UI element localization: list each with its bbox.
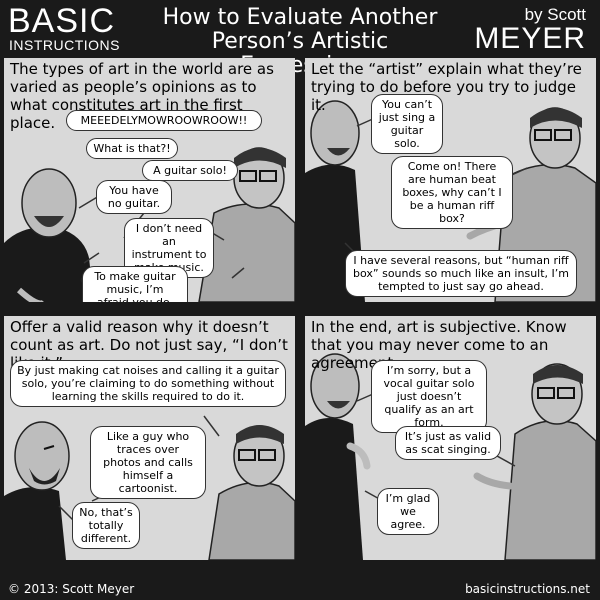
panel-3-bubble-3: No, that’s totally different. (72, 502, 140, 549)
panel-3-bubble-1: By just making cat noises and calling it… (10, 360, 286, 407)
panel-3-art (4, 415, 295, 560)
panel-1-caption: The types of art in the world are as var… (10, 60, 274, 132)
panel-4: In the end, art is subjective. Know that… (305, 316, 596, 560)
panel-4-bubble-2: It’s just as valid as scat singing. (395, 426, 501, 460)
site-url: basicinstructions.net (465, 582, 590, 596)
panel-1-bubble-3: A guitar solo! (142, 160, 238, 181)
byline: by Scott (524, 5, 586, 24)
panel-4-bubble-3: I’m glad we agree. (377, 488, 439, 535)
copyright-text: © 2013: Scott Meyer (8, 582, 135, 596)
logo-instructions: INSTRUCTIONS (9, 37, 120, 53)
panel-1-bubble-6: To make guitar music, I’m afraid you do. (82, 266, 188, 302)
panel-2: Let the “artist” explain what they’re tr… (305, 58, 596, 302)
author-name: MEYER (474, 22, 586, 55)
panel-2-bubble-2: Come on! There are human beat boxes, why… (391, 156, 513, 229)
panel-3: Offer a valid reason why it doesn’t coun… (4, 316, 295, 560)
panel-2-caption: Let the “artist” explain what they’re tr… (311, 60, 582, 114)
panel-1: The types of art in the world are as var… (4, 58, 295, 302)
panel-1-bubble-1: MEEEDELYMOWROOWROOW!! (66, 110, 262, 131)
logo-basic: BASIC (8, 2, 116, 40)
panel-2-bubble-3: I have several reasons, but “human riff … (345, 250, 577, 297)
panel-2-bubble-1: You can’t just sing a guitar solo. (371, 94, 443, 154)
panel-4-caption: In the end, art is subjective. Know that… (311, 318, 567, 372)
panel-4-bubble-1: I’m sorry, but a vocal guitar solo just … (371, 360, 487, 433)
panel-4-art (305, 353, 596, 560)
panel-1-bubble-4: You have no guitar. (96, 180, 172, 214)
panel-3-bubble-2: Like a guy who traces over photos and ca… (90, 426, 206, 499)
panel-3-caption: Offer a valid reason why it doesn’t coun… (10, 318, 288, 372)
comic-header: BASIC INSTRUCTIONS How to Evaluate Anoth… (0, 0, 600, 78)
panel-1-bubble-2: What is that?! (86, 138, 178, 159)
